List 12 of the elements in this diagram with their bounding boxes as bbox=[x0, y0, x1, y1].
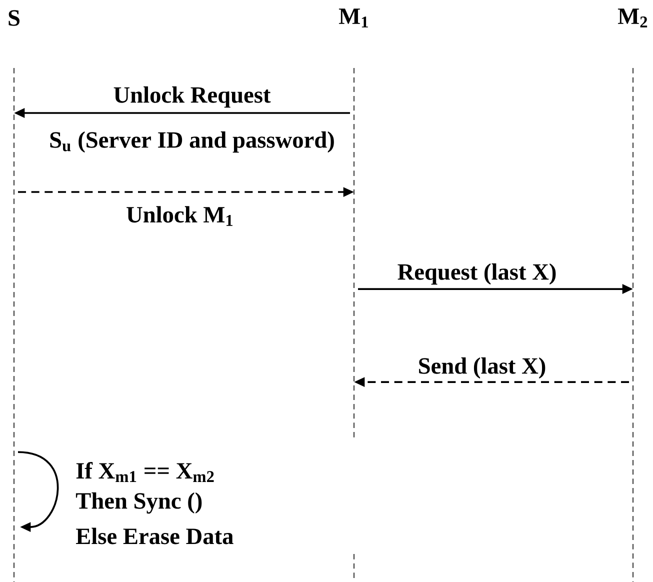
message-text: Then Sync () bbox=[76, 492, 202, 514]
lifeline-heading: M$_{1}$ bbox=[338, 8, 368, 28]
lifeline-heading: S bbox=[8, 10, 20, 26]
edge-label: Unlock Request bbox=[112, 85, 272, 109]
message-text: S$_{u}$ (Server ID and password) bbox=[50, 131, 334, 153]
lifeline-heading: M$_{2}$ bbox=[618, 8, 648, 28]
message-text: Else Erase Data bbox=[76, 528, 234, 544]
message-text: If X$_{m1}$ == X$_{m2}$ bbox=[76, 462, 214, 482]
edge-label: Request (last X) bbox=[396, 262, 558, 286]
edge-label: Unlock M$_{1}$ bbox=[124, 204, 236, 228]
arrow bbox=[18, 451, 59, 532]
edge-label: Send (last X) bbox=[416, 356, 548, 380]
